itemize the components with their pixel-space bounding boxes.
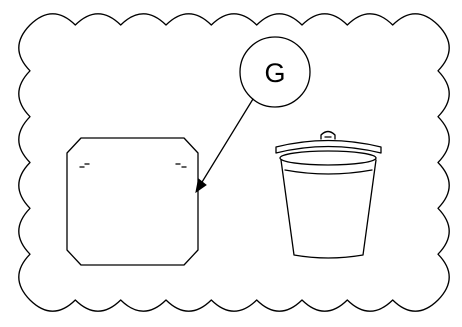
cloud-border [18,13,450,312]
trash-can-handle [320,130,336,140]
trash-can-band [284,169,373,175]
trash-can-lid [275,139,382,154]
panel-outline [66,137,199,266]
leader-arrowhead [195,178,207,194]
panel-marks [79,163,187,168]
callout: G [195,36,311,194]
panel-item [66,137,199,266]
callout-label: G [264,58,285,88]
trash-can-body [280,159,377,259]
trash-can-icon [275,130,382,259]
callout-circle [239,36,311,108]
leader-line [198,98,254,188]
trash-can-rim [279,150,377,166]
